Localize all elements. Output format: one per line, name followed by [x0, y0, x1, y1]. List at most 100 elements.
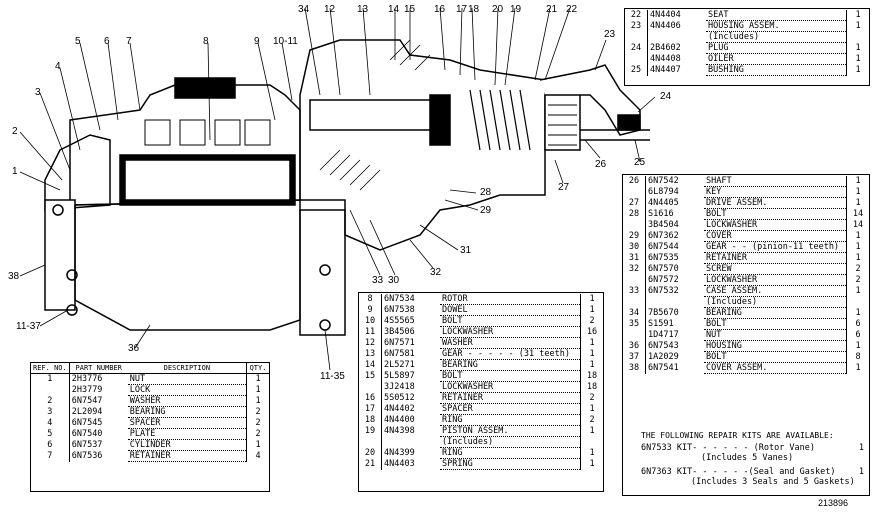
ref-number [31, 384, 70, 396]
part-description: LOCK [127, 384, 247, 396]
callout-29: 29 [480, 205, 492, 216]
part-quantity [846, 31, 869, 43]
part-quantity: 2 [246, 406, 269, 418]
housing-upright [299, 209, 346, 336]
part-description: SPACER [127, 417, 247, 429]
ref-number: 4 [31, 417, 70, 429]
part-description: HOUSING ASSEM. [706, 20, 847, 32]
figure-number: 213896 [818, 498, 849, 508]
ref-number: 27 [623, 197, 646, 209]
callout-24: 24 [660, 91, 672, 102]
part-quantity: 4 [246, 450, 269, 462]
bolt-left-2 [66, 269, 78, 281]
part-quantity: 1 [246, 439, 269, 451]
part-number: S1616 [648, 209, 674, 219]
part-description: RETAINER [440, 392, 581, 404]
part-quantity: 1 [580, 447, 603, 459]
part-number: 6N7543 [648, 341, 679, 351]
part-description: NUT [704, 329, 847, 341]
part-number: 6N7535 [648, 253, 679, 263]
part-quantity: 1 [246, 395, 269, 407]
part-quantity: 1 [846, 252, 869, 264]
callout-2: 2 [12, 126, 18, 137]
part-description: PISTON ASSEM. [440, 425, 581, 437]
callout-12: 12 [324, 4, 336, 15]
part-description: GEAR - - (pinion-11 teeth) [704, 241, 847, 253]
callout-19: 19 [510, 4, 522, 15]
ref-number: 32 [623, 263, 646, 275]
callout-3: 3 [35, 87, 41, 98]
ref-number: 24 [625, 42, 648, 54]
part-description: WASHER [127, 395, 247, 407]
callout-30: 30 [388, 275, 400, 286]
part-description: BOLT [440, 370, 581, 382]
callout-31: 31 [460, 245, 472, 256]
part-number: 4N4400 [384, 415, 415, 425]
part-number: 4N4407 [650, 65, 681, 75]
part-number: 2H3776 [71, 374, 103, 385]
part-description: RETAINER [127, 450, 247, 462]
callout-33: 33 [372, 275, 384, 286]
part-quantity: 1 [846, 53, 869, 65]
part-description: ROTOR [440, 294, 581, 305]
part-description: BEARING [704, 307, 847, 319]
part-description: LOCKWASHER [440, 326, 581, 338]
part-number: 6N7532 [648, 286, 679, 296]
part-quantity: 2 [580, 315, 603, 327]
inlet-port [174, 77, 236, 99]
part-number: 6N7537 [71, 440, 103, 450]
part-quantity: 2 [580, 414, 603, 426]
part-description: GEAR - - - - - (31 teeth) [440, 348, 581, 360]
part-number: 6N7362 [648, 231, 679, 241]
ref-number: 38 [623, 362, 646, 374]
ref-number: 12 [359, 337, 382, 349]
part-number: S1591 [648, 319, 674, 329]
callout-27: 27 [558, 182, 570, 193]
ref-number: 26 [623, 176, 646, 187]
part-quantity: 14 [846, 208, 869, 220]
callout-8: 8 [203, 36, 209, 47]
part-quantity: 1 [246, 384, 269, 396]
callout-11-35: 11-35 [320, 371, 345, 382]
part-quantity: 1 [580, 403, 603, 415]
ref-number: 37 [623, 351, 646, 363]
repair-kit-1: 6N7533 KIT- - - - - - (Rotor Vane) 1 (In… [641, 443, 864, 463]
callout-14: 14 [388, 4, 400, 15]
part-description: BUSHING [706, 64, 847, 76]
callout-6: 6 [104, 36, 110, 47]
header-qty: QTY. [246, 363, 269, 374]
part-quantity: 1 [846, 10, 869, 21]
part-description: OILER [706, 53, 847, 65]
part-number: 4S5565 [384, 316, 415, 326]
drive-assembly [544, 89, 581, 151]
part-description: LOCKWASHER [704, 274, 847, 286]
ref-number: 30 [623, 241, 646, 253]
ref-number: 33 [623, 285, 646, 297]
part-number: 5L5897 [384, 371, 415, 381]
part-description: RING [440, 447, 581, 459]
callout-23: 23 [604, 29, 616, 40]
part-number: 6N7544 [648, 242, 679, 252]
callout-15: 15 [404, 4, 416, 15]
ref-number [625, 53, 648, 65]
part-number: 6N7545 [71, 418, 103, 428]
part-number [382, 437, 441, 448]
